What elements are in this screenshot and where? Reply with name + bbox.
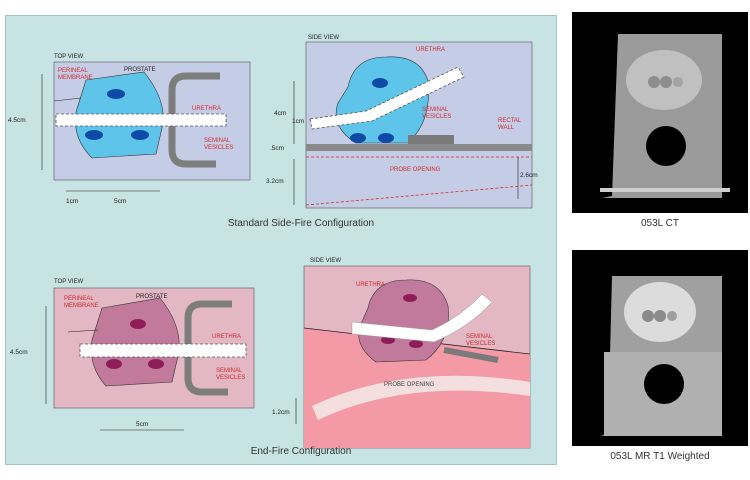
mr-image — [572, 250, 748, 446]
mr-dot-2 — [654, 310, 666, 322]
side-probe — [309, 66, 465, 130]
end-perineal-line1: PERINEAL — [64, 296, 94, 302]
ct-scan-render — [572, 12, 748, 213]
end-perineal-arrow — [67, 329, 99, 333]
end-height-dim-label: 4.5cm — [10, 349, 28, 356]
height-dim-label: 4.5cm — [8, 117, 26, 124]
side-vesicle-dot-2 — [378, 133, 394, 143]
probe — [55, 113, 227, 127]
urethra-dot — [107, 89, 125, 99]
mr-dot-3 — [667, 311, 677, 321]
end-side-seminal-line1: SEMINAL — [466, 334, 493, 340]
end-side-rectal-probe — [443, 347, 499, 363]
ct-probe-hole — [646, 126, 686, 166]
one-two-cm-label: 1.2cm — [272, 409, 290, 416]
end-side-probe-opening-label: PROBE OPENING — [384, 382, 435, 388]
mr-probe-hole — [644, 364, 684, 404]
ct-base — [600, 188, 730, 192]
probe-opening-bottom — [305, 184, 533, 206]
end-side-vesicle-dot-2 — [409, 340, 423, 348]
mr-dot-1 — [642, 310, 654, 322]
rectal-label-line1: RECTAL — [498, 118, 522, 124]
ct-dot-2 — [660, 76, 672, 88]
end-top-view-label: TOP VIEW — [54, 279, 83, 285]
ct-caption: 053L CT — [641, 218, 679, 229]
seminal-label-line1: SEMINAL — [204, 138, 231, 144]
ct-dot-1 — [648, 76, 660, 88]
side-vesicle-dot-1 — [350, 133, 366, 143]
rectal-label-line2: WALL — [498, 125, 515, 131]
end-seminal-line1: SEMINAL — [216, 368, 243, 374]
side-fire-side-view: SIDE VIEW URETHRA SEMINAL VESICLES RECTA… — [266, 35, 538, 209]
probe-opening-label: PROBE OPENING — [390, 167, 441, 173]
vesicle-dot-right — [131, 130, 149, 140]
seminal-label-line2: VESICLES — [204, 145, 233, 151]
rectal-wall — [306, 144, 532, 151]
mr-caption: 053L MR T1 Weighted — [610, 451, 710, 462]
end-fire-top-view: TOP VIEW PERINEAL MEMBRANE PROSTATE URET… — [10, 279, 255, 431]
ct-dot-3 — [673, 77, 683, 87]
side-seminal-line1: SEMINAL — [422, 107, 449, 113]
end-side-view-label: SIDE VIEW — [310, 258, 341, 264]
end-side-seminal-line2: VESICLES — [466, 341, 495, 347]
end-side-prostate-shape — [358, 279, 449, 363]
four-cm-label: 4cm — [274, 110, 286, 117]
end-seminal-line2: VESICLES — [216, 375, 245, 381]
probe-opening-band — [312, 375, 530, 420]
top-view-label: TOP VIEW — [54, 54, 83, 60]
one-cm-label: 1cm — [66, 198, 78, 205]
diagram-panel: TOP VIEW PERINEAL MEMBRANE PROSTATE URET… — [5, 15, 557, 465]
mr-scan-render — [572, 250, 748, 446]
end-side-probe — [351, 293, 493, 343]
side-fire-caption: Standard Side-Fire Configuration — [227, 218, 375, 229]
side-urethra-label: URETHRA — [416, 47, 445, 53]
end-fire-side-view: SIDE VIEW URETHRA SEMINAL VESICLES PROBE… — [272, 258, 531, 449]
perineal-arrow — [53, 97, 82, 102]
side-fire-top-view: TOP VIEW PERINEAL MEMBRANE PROSTATE URET… — [8, 54, 251, 205]
end-fire-caption: End-Fire Configuration — [250, 446, 352, 457]
end-five-cm-label: 5cm — [136, 421, 148, 428]
ct-image — [572, 12, 748, 213]
one-cm-side-label: 1cm — [292, 118, 304, 125]
end-vesicle-dot-left — [106, 359, 122, 369]
side-view-label: SIDE VIEW — [308, 35, 339, 41]
end-urethra-label: URETHRA — [212, 334, 241, 340]
end-urethra-dot — [130, 319, 146, 329]
end-perineal-line2: MEMBRANE — [64, 303, 99, 309]
perineal-label-line1: PERINEAL — [58, 68, 88, 74]
urethra-label: URETHRA — [192, 106, 221, 112]
end-probe — [79, 343, 247, 358]
three-two-cm-label: 3.2cm — [266, 178, 284, 185]
end-side-urethra-dot — [403, 294, 417, 302]
prostate-label: PROSTATE — [124, 67, 155, 73]
side-seminal-line2: VESICLES — [422, 114, 451, 120]
rectal-probe-block — [408, 135, 454, 144]
end-vesicle-dot-right — [148, 359, 164, 369]
half-cm-label: .5cm — [270, 145, 284, 152]
end-side-urethra-label: URETHRA — [356, 282, 385, 288]
end-prostate-shape — [91, 297, 180, 387]
side-urethra-dot — [372, 78, 388, 88]
end-prostate-label: PROSTATE — [136, 294, 167, 300]
perineal-label-line2: MEMBRANE — [58, 75, 93, 81]
five-cm-label: 5cm — [114, 198, 126, 205]
two-six-cm-label: 2.6cm — [520, 172, 538, 179]
vesicle-dot-left — [85, 130, 103, 140]
